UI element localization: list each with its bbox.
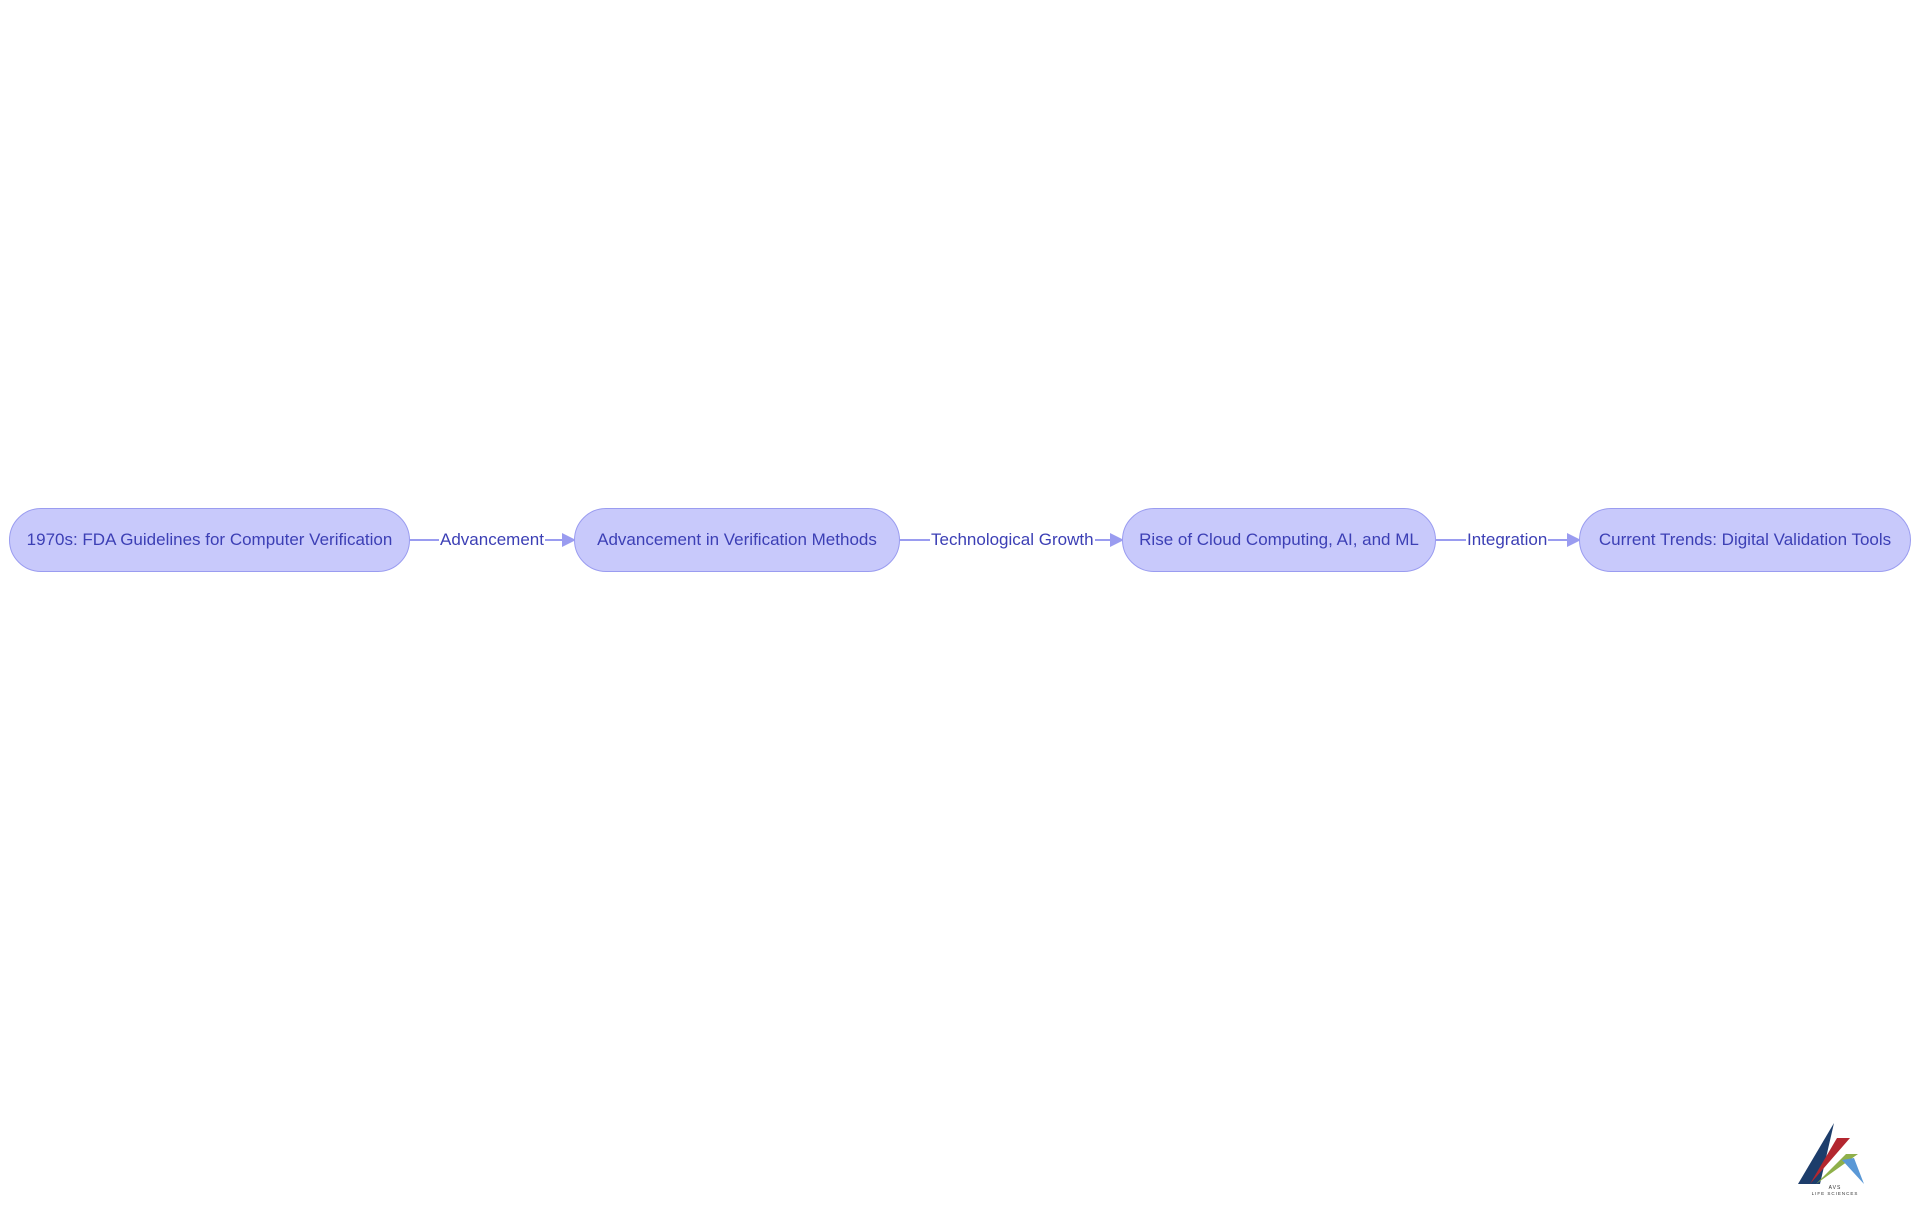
avs-life-sciences-logo-icon: AVS LIFE SCIENCES [1790,1118,1880,1196]
edge-label-advancement: Advancement [439,528,545,552]
svg-text:LIFE SCIENCES: LIFE SCIENCES [1812,1191,1859,1196]
node-fda-guidelines: 1970s: FDA Guidelines for Computer Verif… [9,508,410,572]
node-verification-methods: Advancement in Verification Methods [574,508,900,572]
node-cloud-ai-ml: Rise of Cloud Computing, AI, and ML [1122,508,1436,572]
edge-label-integration: Integration [1466,528,1549,552]
node-digital-validation-tools: Current Trends: Digital Validation Tools [1579,508,1911,572]
svg-text:AVS: AVS [1829,1185,1842,1191]
edge-label-technological-growth: Technological Growth [930,528,1095,552]
